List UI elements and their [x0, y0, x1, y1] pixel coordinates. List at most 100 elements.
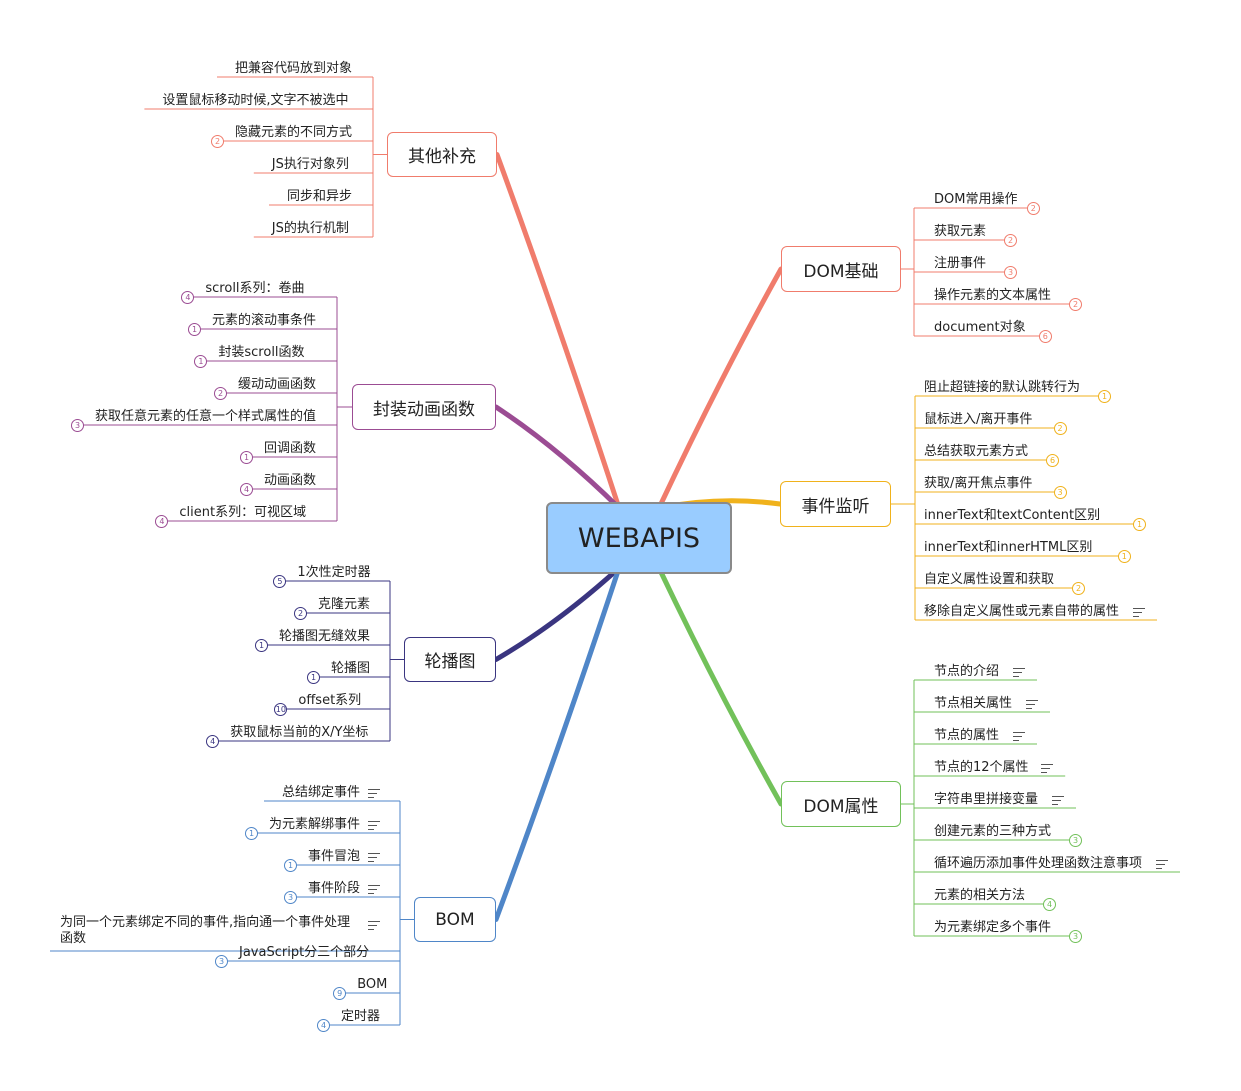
note-icon[interactable] — [1041, 764, 1054, 773]
leaf-item[interactable]: 节点相关属性 — [934, 696, 1013, 711]
note-icon[interactable] — [1026, 700, 1038, 709]
topic-shijian[interactable]: 事件监听 — [780, 481, 891, 527]
note-icon[interactable] — [368, 921, 380, 930]
count-badge[interactable]: 5 — [273, 575, 287, 588]
leaf-item[interactable]: client系列：可视区域 — [179, 505, 307, 520]
note-icon[interactable] — [368, 853, 380, 862]
leaf-item[interactable]: DOM常用操作 — [934, 192, 1018, 207]
leaf-item[interactable]: JS的执行机制 — [271, 221, 349, 236]
count-badge[interactable]: 1 — [245, 827, 258, 840]
note-icon[interactable] — [1052, 796, 1064, 805]
leaf-item[interactable]: 注册事件 — [934, 256, 987, 271]
topic-fengzhuang[interactable]: 封装动画函数 — [352, 384, 496, 430]
note-icon[interactable] — [1013, 668, 1025, 677]
count-badge[interactable]: 6 — [1038, 330, 1052, 343]
leaf-item[interactable]: 元素的相关方法 — [934, 888, 1026, 903]
leaf-item[interactable]: 设置鼠标移动时候,文字不被选中 — [162, 93, 349, 108]
topic-qita[interactable]: 其他补充 — [387, 132, 497, 177]
leaf-item[interactable]: 总结获取元素方式 — [924, 444, 1029, 459]
count-badge[interactable]: 3 — [1004, 266, 1017, 279]
leaf-item[interactable]: 回调函数 — [264, 441, 317, 456]
topic-domshuxing[interactable]: DOM属性 — [781, 781, 901, 827]
leaf-item[interactable]: 获取元素 — [934, 224, 987, 239]
note-icon[interactable] — [1013, 732, 1025, 741]
leaf-item[interactable]: 字符串里拼接变量 — [934, 792, 1039, 807]
leaf-item[interactable]: offset系列 — [298, 693, 362, 708]
leaf-item[interactable]: 封装scroll函数 — [218, 345, 305, 360]
note-icon[interactable] — [1133, 608, 1145, 617]
leaf-item[interactable]: JavaScript分三个部分 — [239, 945, 370, 960]
leaf-item[interactable]: 定时器 — [341, 1009, 381, 1024]
count-badge[interactable]: 3 — [1069, 834, 1082, 847]
leaf-item[interactable]: 鼠标进入/离开事件 — [924, 412, 1033, 427]
leaf-item[interactable]: 创建元素的三种方式 — [934, 824, 1052, 839]
leaf-item[interactable]: 移除自定义属性或元素自带的属性 — [924, 604, 1120, 619]
topic-lunbo[interactable]: 轮播图 — [404, 637, 496, 682]
topic-bom[interactable]: BOM — [414, 897, 496, 942]
count-badge[interactable]: 2 — [1004, 234, 1017, 247]
leaf-item[interactable]: 为同一个元素绑定不同的事件,指向通一个事件处理函数 — [60, 915, 351, 946]
leaf-item[interactable]: 为元素绑定多个事件 — [934, 920, 1052, 935]
count-badge[interactable]: 3 — [71, 419, 84, 432]
leaf-item[interactable]: JS执行对象列 — [271, 157, 349, 172]
leaf-item[interactable]: 为元素解绑事件 — [269, 817, 361, 832]
leaf-item[interactable]: innerText和textContent区别 — [924, 508, 1101, 523]
count-badge[interactable]: 4 — [206, 735, 220, 748]
leaf-item[interactable]: document对象 — [934, 320, 1026, 335]
leaf-item[interactable]: 总结绑定事件 — [282, 785, 361, 800]
leaf-item[interactable]: 轮播图无缝效果 — [279, 629, 371, 644]
leaf-item[interactable]: 循环遍历添加事件处理函数注意事项 — [934, 856, 1143, 871]
count-badge[interactable]: 4 — [240, 483, 253, 496]
leaf-item[interactable]: 获取鼠标当前的X/Y坐标 — [230, 725, 369, 740]
count-badge[interactable]: 3 — [215, 955, 228, 968]
leaf-item[interactable]: 节点的介绍 — [934, 664, 1000, 679]
count-badge[interactable]: 1 — [307, 671, 320, 684]
leaf-item[interactable]: 把兼容代码放到对象 — [235, 61, 353, 76]
leaf-item[interactable]: scroll系列：卷曲 — [205, 281, 305, 296]
leaf-item[interactable]: 事件冒泡 — [308, 849, 361, 864]
count-badge[interactable]: 1 — [240, 451, 253, 464]
count-badge[interactable]: 4 — [317, 1019, 330, 1032]
count-badge[interactable]: 2 — [1026, 202, 1040, 215]
count-badge[interactable]: 2 — [1069, 298, 1082, 311]
central-topic[interactable]: WEBAPIS — [546, 502, 732, 574]
count-badge[interactable]: 2 — [211, 135, 224, 148]
leaf-item[interactable]: BOM — [357, 977, 388, 992]
note-icon[interactable] — [368, 885, 380, 894]
leaf-item[interactable]: 同步和异步 — [287, 189, 353, 204]
note-icon[interactable] — [368, 821, 380, 830]
count-badge[interactable]: 1 — [284, 859, 297, 872]
count-badge[interactable]: 1 — [255, 639, 268, 652]
leaf-item[interactable]: innerText和innerHTML区别 — [924, 540, 1093, 555]
note-icon[interactable] — [1156, 860, 1168, 869]
count-badge[interactable]: 2 — [214, 387, 227, 400]
leaf-item[interactable]: 隐藏元素的不同方式 — [235, 125, 353, 140]
count-badge[interactable]: 4 — [181, 291, 195, 304]
leaf-item[interactable]: 缓动动画函数 — [238, 377, 317, 392]
leaf-item[interactable]: 操作元素的文本属性 — [934, 288, 1052, 303]
count-badge[interactable]: 1 — [1117, 550, 1131, 563]
count-badge[interactable]: 9 — [333, 987, 347, 1000]
leaf-item[interactable]: 获取/离开焦点事件 — [924, 476, 1033, 491]
leaf-item[interactable]: 动画函数 — [264, 473, 317, 488]
count-badge[interactable]: 1 — [188, 323, 201, 336]
leaf-item[interactable]: 元素的滚动事条件 — [212, 313, 317, 328]
leaf-item[interactable]: 节点的属性 — [934, 728, 1000, 743]
count-badge[interactable]: 4 — [1043, 898, 1056, 911]
count-badge[interactable]: 10 — [274, 703, 288, 716]
leaf-item[interactable]: 轮播图 — [331, 661, 371, 676]
leaf-item[interactable]: 获取任意元素的任意一个样式属性的值 — [95, 409, 317, 424]
count-badge[interactable]: 3 — [284, 891, 297, 904]
leaf-item[interactable]: 事件阶段 — [308, 881, 361, 896]
leaf-item[interactable]: 克隆元素 — [318, 597, 371, 612]
leaf-item[interactable]: 自定义属性设置和获取 — [924, 572, 1055, 587]
count-badge[interactable]: 3 — [1069, 930, 1082, 943]
leaf-item[interactable]: 阻止超链接的默认跳转行为 — [924, 380, 1081, 395]
count-badge[interactable]: 1 — [194, 355, 208, 368]
note-icon[interactable] — [368, 789, 380, 798]
count-badge[interactable]: 3 — [1053, 486, 1067, 499]
count-badge[interactable]: 2 — [294, 607, 307, 620]
topic-domjichu[interactable]: DOM基础 — [781, 246, 901, 292]
count-badge[interactable]: 4 — [155, 515, 169, 528]
leaf-item[interactable]: 1次性定时器 — [297, 565, 371, 580]
